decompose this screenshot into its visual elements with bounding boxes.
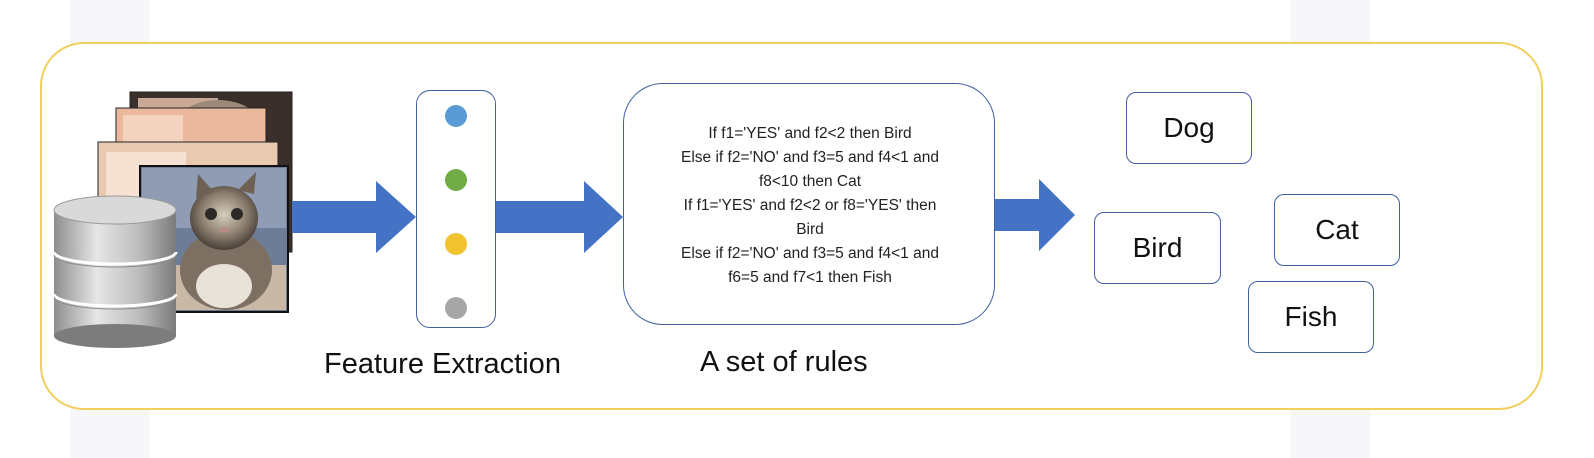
feature-dot xyxy=(445,233,467,255)
class-box-dog: Dog xyxy=(1126,92,1252,164)
class-box-bird: Bird xyxy=(1094,212,1221,284)
arrow-icon xyxy=(995,179,1075,251)
rules-box: If f1='YES' and f2<2 then Bird Else if f… xyxy=(623,83,995,325)
rule-line: f8<10 then Cat xyxy=(758,173,862,190)
class-box-fish: Fish xyxy=(1248,281,1374,353)
rule-line: Else if f2='NO' and f3=5 and f4<1 and xyxy=(681,149,939,166)
caption-rules: A set of rules xyxy=(700,346,868,378)
rule-line: If f1='YES' and f2<2 then Bird xyxy=(708,125,912,142)
database-image-stack xyxy=(52,91,293,348)
arrow-icon xyxy=(496,181,623,253)
caption-feature-extraction: Feature Extraction xyxy=(324,348,561,380)
feature-dot xyxy=(445,105,467,127)
feature-dot xyxy=(445,169,467,191)
rule-line: Else if f2='NO' and f3=5 and f4<1 and xyxy=(681,245,939,262)
class-box-cat: Cat xyxy=(1274,194,1400,266)
rule-line: If f1='YES' and f2<2 or f8='YES' then xyxy=(683,197,937,214)
database-icon xyxy=(52,195,178,348)
rule-line: f6=5 and f7<1 then Fish xyxy=(728,269,892,286)
feature-dot xyxy=(445,297,467,319)
arrow-icon xyxy=(292,181,416,253)
feature-vector-panel xyxy=(416,90,496,328)
rules-text: If f1='YES' and f2<2 then Bird Else if f… xyxy=(624,122,996,290)
rule-line: Bird xyxy=(796,221,824,238)
